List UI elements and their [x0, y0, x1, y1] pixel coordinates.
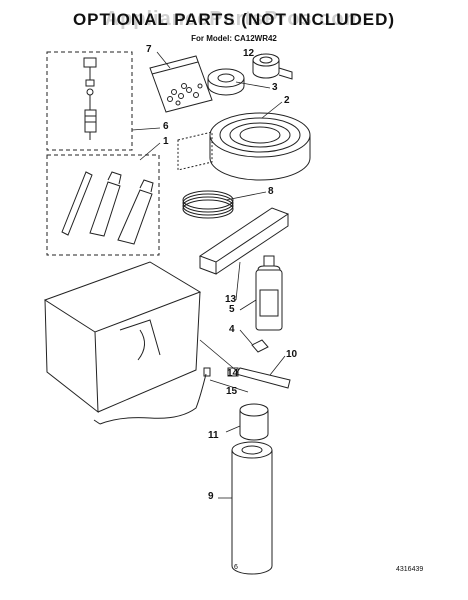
- callout-1: 1: [163, 136, 169, 147]
- part-13-foam-block-icon: [198, 207, 290, 275]
- watermark: AppliancePartsPros.com: [104, 8, 364, 30]
- callout-8: 8: [268, 186, 274, 197]
- callout-6: 6: [163, 121, 169, 132]
- callout-5: 5: [229, 304, 235, 315]
- part-8-coil-ring-icon: [182, 190, 234, 219]
- part-6-fitting-icon: [83, 57, 97, 140]
- part-1-group-box: [46, 154, 160, 256]
- part-6-group-box: [46, 51, 133, 151]
- part-15-cord-icon: [93, 367, 211, 425]
- callout-10: 10: [286, 349, 298, 360]
- part-1-tubes-icon: [61, 171, 154, 245]
- callout-3: 3: [272, 82, 278, 93]
- document-number: 4316439: [396, 566, 424, 573]
- callout-4: 4: [229, 324, 235, 335]
- callout-2: 2: [284, 95, 290, 106]
- callout-15: 15: [226, 386, 238, 397]
- callout-9: 9: [208, 491, 214, 502]
- model-subtitle: For Model: CA12WR42: [191, 34, 277, 43]
- part-4-plug-icon: [251, 339, 269, 353]
- part-3-tape-roll-icon: [207, 68, 245, 96]
- callout-12: 12: [243, 48, 255, 59]
- part-7-hardware-bag-icon: [149, 55, 213, 113]
- part-9-cylinder-icon: [231, 441, 273, 575]
- part-2-foam-roll-icon: [177, 112, 311, 181]
- callout-13: 13: [225, 294, 237, 305]
- callout-7: 7: [146, 44, 152, 55]
- callout-14: 14: [227, 368, 239, 379]
- leader-lines: [131, 51, 286, 499]
- diagram-title: OPTIONAL PARTS (NOT INCLUDED): [72, 10, 396, 29]
- callout-11: 11: [208, 430, 219, 441]
- part-5-bottle-icon: [255, 255, 283, 331]
- page-number: 6: [234, 564, 238, 571]
- part-12-tape-roll-icon: [252, 53, 293, 80]
- part-14-cover-icon: [43, 261, 202, 414]
- part-11-cylinder-icon: [239, 403, 269, 441]
